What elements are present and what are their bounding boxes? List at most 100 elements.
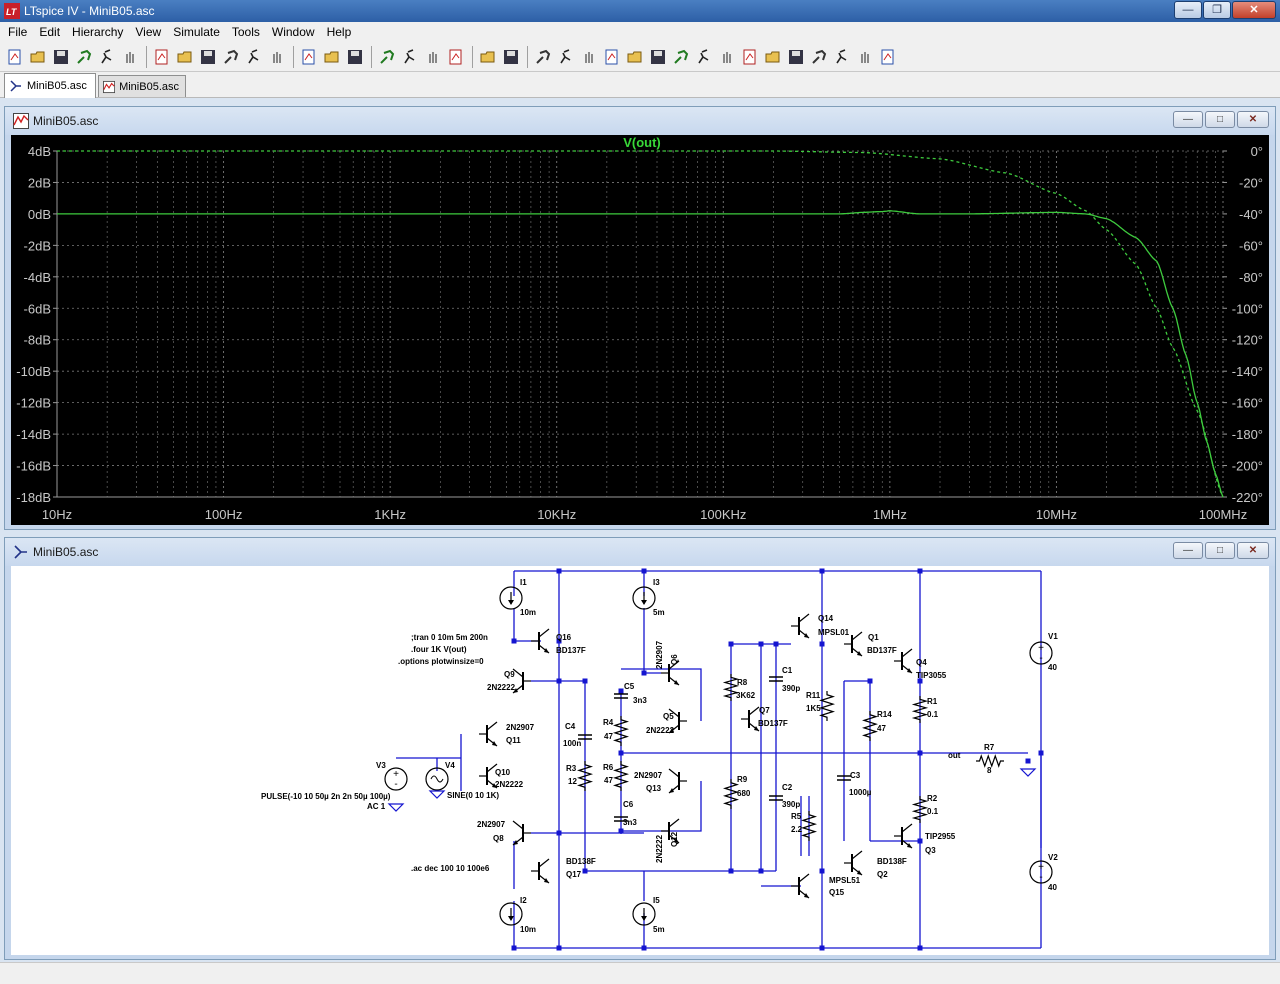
ground-button[interactable] — [555, 46, 577, 68]
label-Q15m: MPSL51 — [829, 876, 861, 885]
zoom-in-button[interactable] — [151, 46, 173, 68]
y-tick-label-right: -220° — [1232, 490, 1263, 505]
zoom-out-button[interactable] — [197, 46, 219, 68]
mirror-button[interactable] — [831, 46, 853, 68]
label-Q7: Q7 — [759, 706, 770, 715]
redo-button[interactable] — [785, 46, 807, 68]
mirror-icon — [836, 48, 847, 63]
capacitor-button[interactable] — [624, 46, 646, 68]
label-C3v: 1000µ — [849, 788, 872, 797]
y-tick-label-right: 0° — [1251, 144, 1263, 159]
zoom-cancel-icon — [224, 49, 239, 64]
schematic-window-titlebar[interactable]: MiniB05.asc — □ ✕ — [5, 538, 1275, 566]
autorange-button[interactable] — [243, 46, 265, 68]
cascade-button[interactable] — [321, 46, 343, 68]
schematic-close-button[interactable]: ✕ — [1237, 542, 1269, 559]
svg-text:-: - — [1039, 653, 1042, 664]
control-panel-button[interactable] — [73, 46, 95, 68]
label-I1v: 10m — [520, 608, 536, 617]
trace-phase — [57, 150, 1224, 498]
label-dir1: ;tran 0 10m 5m 200n — [411, 633, 488, 642]
undo-icon — [765, 51, 780, 62]
plot-maximize-button[interactable]: □ — [1205, 111, 1235, 128]
label-R5: R5 — [791, 812, 802, 821]
run-icon — [101, 48, 112, 63]
component-button[interactable] — [693, 46, 715, 68]
menu-hierarchy[interactable]: Hierarchy — [72, 25, 124, 39]
label-Q4m: TIP3055 — [916, 671, 947, 680]
print-button[interactable] — [500, 46, 522, 68]
label-net-button[interactable] — [578, 46, 600, 68]
run-button[interactable] — [96, 46, 118, 68]
menu-edit[interactable]: Edit — [39, 25, 61, 39]
tile-vertical-button[interactable] — [344, 46, 366, 68]
label-C4: C4 — [565, 722, 576, 731]
diode-button[interactable] — [670, 46, 692, 68]
toolbar-separator — [371, 45, 372, 68]
schematic-minimize-button[interactable]: — — [1173, 542, 1203, 559]
print-setup-button[interactable] — [477, 46, 499, 68]
rotate-button[interactable] — [808, 46, 830, 68]
tab-schematic-label: MiniB05.asc — [27, 80, 87, 92]
find-button[interactable] — [445, 46, 467, 68]
save-button[interactable] — [50, 46, 72, 68]
minimize-button[interactable]: — — [1174, 1, 1202, 19]
zoom-cancel-button[interactable] — [220, 46, 242, 68]
schematic-maximize-button[interactable]: □ — [1205, 542, 1235, 559]
undo-button[interactable] — [762, 46, 784, 68]
tile-horizontal-button[interactable] — [298, 46, 320, 68]
label-Q2m: BD138F — [877, 857, 907, 866]
y-tick-label-right: -200° — [1232, 459, 1263, 474]
menu-simulate[interactable]: Simulate — [173, 25, 220, 39]
close-button[interactable]: ✕ — [1232, 1, 1276, 19]
zoom-fit-button[interactable] — [174, 46, 196, 68]
y-tick-label-right: -20° — [1239, 175, 1263, 190]
resistor-button[interactable] — [601, 46, 623, 68]
open-button[interactable] — [27, 46, 49, 68]
plot-close-button[interactable]: ✕ — [1237, 111, 1269, 128]
inductor-button[interactable] — [647, 46, 669, 68]
halt-button[interactable] — [119, 46, 141, 68]
label-R11: R11 — [806, 691, 821, 700]
label-R9v: 680 — [737, 789, 751, 798]
label-Q10: Q10 — [495, 768, 511, 777]
y-tick-label-right: -100° — [1232, 301, 1263, 316]
tab-waveform[interactable]: MiniB05.asc — [98, 75, 186, 97]
restore-button[interactable]: ❐ — [1203, 1, 1231, 19]
capacitor-C4 — [578, 734, 592, 740]
label-C5: C5 — [624, 682, 635, 691]
cut-button[interactable] — [376, 46, 398, 68]
move-button[interactable] — [716, 46, 738, 68]
svg-text:LT: LT — [6, 7, 18, 17]
junction — [511, 945, 517, 951]
y-tick-label-right: -140° — [1232, 364, 1263, 379]
copy-button[interactable] — [399, 46, 421, 68]
menu-file[interactable]: File — [8, 25, 28, 39]
label-Q3m: TIP2955 — [925, 832, 956, 841]
menu-tools[interactable]: Tools — [231, 25, 260, 39]
wire-button[interactable] — [532, 46, 554, 68]
menu-window[interactable]: Window — [271, 25, 315, 39]
resistor-R9 — [722, 779, 740, 809]
current-source-I1 — [499, 586, 523, 610]
junction — [618, 828, 624, 834]
drag-button[interactable] — [739, 46, 761, 68]
wire — [621, 781, 702, 832]
tab-schematic[interactable]: MiniB05.asc — [4, 73, 96, 98]
label-out: out — [948, 751, 961, 760]
junction — [819, 568, 825, 574]
paste-button[interactable] — [422, 46, 444, 68]
grid-button[interactable] — [266, 46, 288, 68]
spice-directive-button[interactable] — [877, 46, 899, 68]
new-schematic-button[interactable] — [4, 46, 26, 68]
text-button[interactable] — [854, 46, 876, 68]
move-icon — [723, 51, 731, 63]
plot-minimize-button[interactable]: — — [1173, 111, 1203, 128]
menu-view[interactable]: View — [135, 25, 162, 39]
current-source-I3 — [632, 586, 656, 610]
plot-window-titlebar[interactable]: MiniB05.asc — □ ✕ — [5, 107, 1275, 135]
menu-help[interactable]: Help — [326, 25, 352, 39]
transistor-Q15 — [791, 873, 810, 899]
